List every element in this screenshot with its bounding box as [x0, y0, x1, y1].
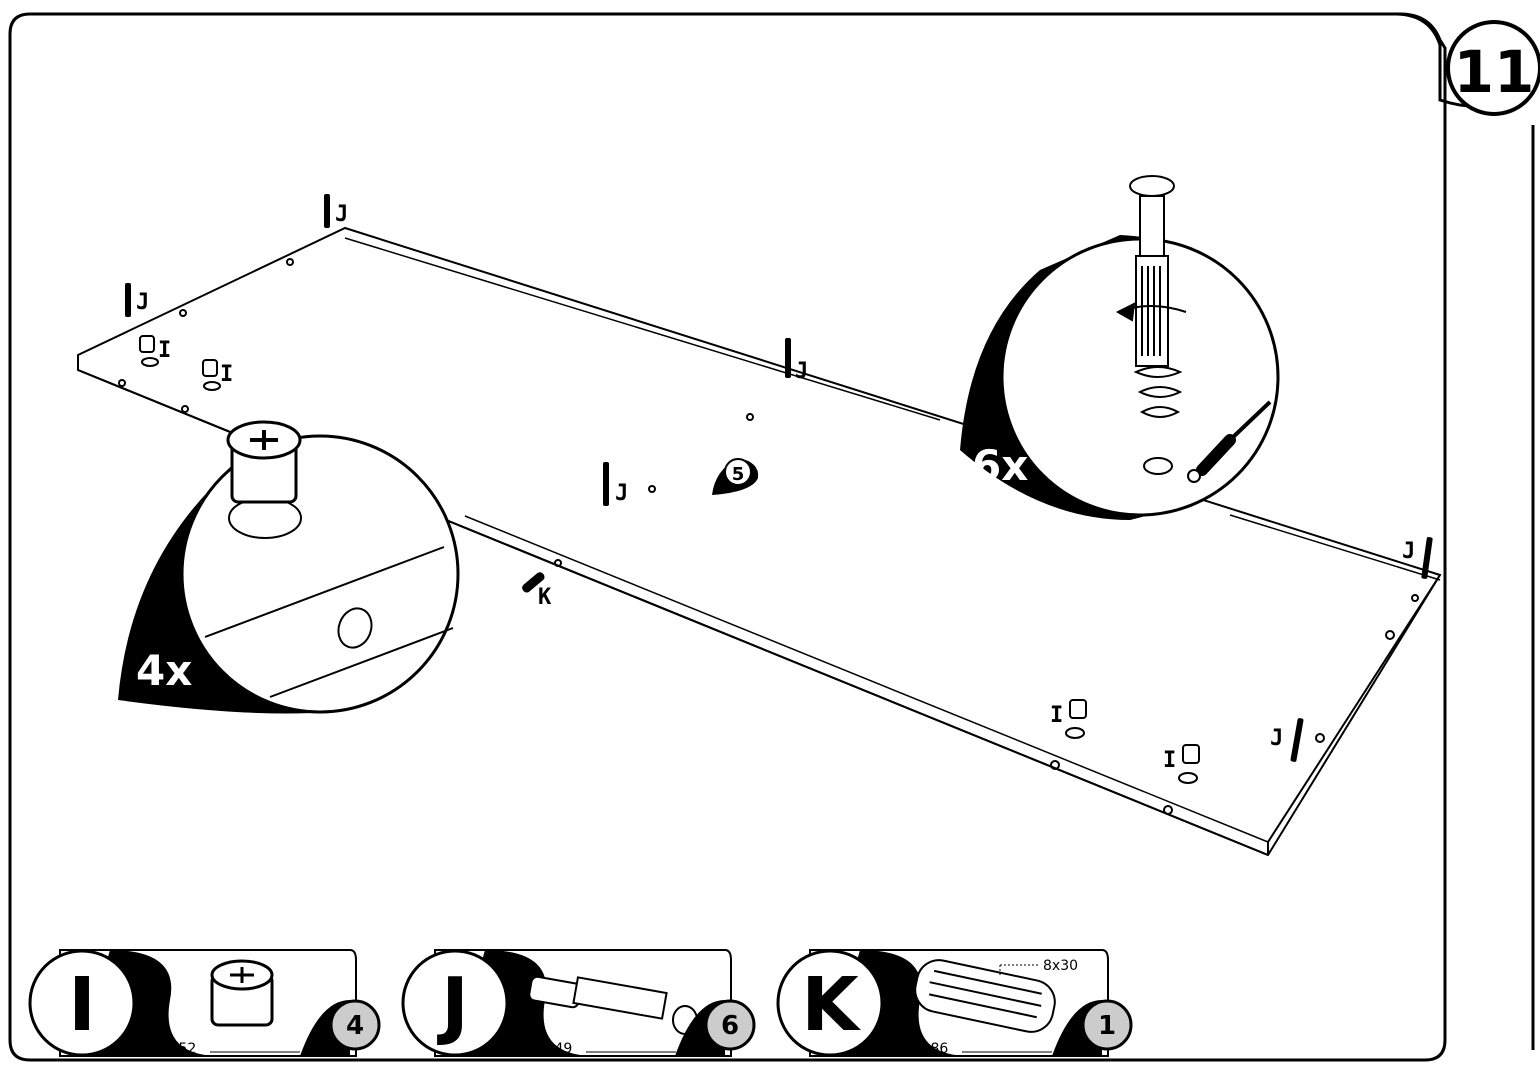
left-count-label: 4x: [136, 646, 192, 695]
right-count-label: 6x: [972, 441, 1028, 490]
label-k: K: [538, 585, 552, 610]
panel-board: [77, 226, 1442, 857]
part-k-quantity: 1: [1098, 1011, 1116, 1041]
dowel-k-icon: [914, 959, 1056, 1033]
part-j-code: G460249: [508, 1041, 572, 1057]
label-i-2: I: [220, 362, 233, 387]
part-card-i: I 4 G460252: [28, 949, 381, 1057]
cam-i-markers: [139, 335, 1200, 764]
label-j-6: J: [1270, 726, 1283, 751]
part-k-letter: K: [801, 962, 861, 1048]
part-j-letter: J: [436, 962, 469, 1048]
dowel-j-icon: [528, 975, 698, 1035]
part-i-letter: I: [68, 962, 96, 1048]
dowel-k-marker: [522, 572, 545, 593]
label-j-1: J: [335, 202, 348, 227]
label-j-3: J: [795, 359, 808, 384]
cam-lock-icon: [210, 959, 274, 1027]
part-i-code: G460252: [132, 1041, 196, 1057]
screwdriver-icon: [1187, 400, 1272, 483]
part-i-quantity: 4: [346, 1011, 364, 1041]
part-card-k: K 8x30 1 G460086: [776, 949, 1133, 1057]
parts-legend: I 4 G460252 J 6 G4602: [28, 949, 1133, 1057]
left-zoom-callout: 4x: [118, 420, 460, 714]
label-i-1: I: [158, 338, 171, 363]
page-frame: [8, 12, 1447, 1062]
right-zoom-callout: 6x: [960, 175, 1280, 520]
part-card-j: J 6 G460249: [401, 949, 756, 1057]
step-number: 11: [1454, 38, 1535, 106]
cam-lock-icon: [226, 420, 302, 504]
part-k-dimension: 8x30: [1043, 958, 1078, 974]
label-i-4: I: [1163, 748, 1176, 773]
label-j-5: J: [1402, 539, 1415, 564]
part-k-code: G460086: [884, 1041, 948, 1057]
label-i-3: I: [1050, 703, 1063, 728]
step-badge: 11: [1394, 12, 1540, 1050]
svg-text:5: 5: [732, 464, 745, 485]
label-j-2: J: [136, 290, 149, 315]
part-j-quantity: 6: [721, 1011, 739, 1041]
dowel-j-detail-icon: [1115, 175, 1187, 418]
dowel-j-markers: [125, 194, 1433, 762]
label-j-4: J: [615, 481, 628, 506]
reference-step-5: 5: [712, 458, 759, 495]
